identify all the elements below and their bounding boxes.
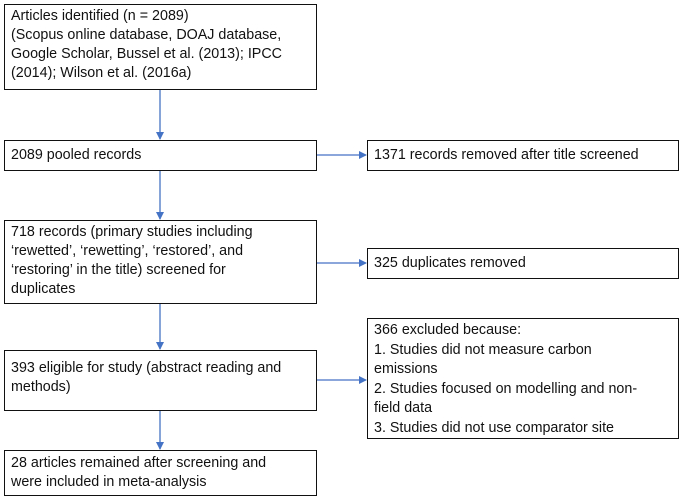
box-text-line: 2. Studies focused on modelling and non- — [374, 380, 638, 397]
box-text-line: Articles identified (n = 2089) — [11, 8, 189, 24]
box-text-line: were included in meta-analysis — [11, 474, 207, 490]
eligible-study-box: 393 eligible for study (abstract reading… — [4, 350, 317, 411]
included-meta-analysis-box: 28 articles remained after screening and… — [4, 450, 317, 496]
excluded-reasons-box: 366 excluded because: 1. Studies did not… — [367, 318, 679, 439]
removed-title-box: 1371 records removed after title screene… — [367, 140, 679, 171]
box-text-line: 393 eligible for study (abstract reading… — [11, 360, 282, 376]
box-text-line: 325 duplicates removed — [374, 255, 526, 271]
pooled-records-box: 2089 pooled records — [4, 140, 317, 171]
records-screened-box: 718 records (primary studies including ‘… — [4, 220, 317, 304]
box-text-line: methods) — [11, 379, 71, 395]
box-text-line: 1. Studies did not measure carbon — [374, 341, 592, 358]
box-text-line: Google Scholar, Bussel et al. (2013); IP… — [11, 46, 282, 62]
box-text-line: 1371 records removed after title screene… — [374, 147, 639, 163]
box-text-line: 3. Studies did not use comparator site — [374, 419, 615, 436]
box-text-line: 718 records (primary studies including — [11, 224, 253, 240]
box-text-line: 28 articles remained after screening and — [11, 455, 267, 471]
articles-identified-box: Articles identified (n = 2089) (Scopus o… — [4, 4, 317, 90]
box-text-line: ‘restoring’ in the title) screened for — [11, 262, 226, 278]
box-text-line: field data — [374, 400, 433, 416]
box-text-line: duplicates — [11, 281, 76, 297]
box-text-line: 2089 pooled records — [11, 147, 142, 163]
box-text-line: 366 excluded because: — [374, 322, 522, 338]
duplicates-removed-box: 325 duplicates removed — [367, 248, 679, 279]
box-text-line: (2014); Wilson et al. (2016a) — [11, 65, 192, 81]
box-text-line: ‘rewetted’, ‘rewetting’, ‘restored’, and — [11, 243, 244, 259]
box-text-line: emissions — [374, 361, 438, 377]
box-text-line: (Scopus online database, DOAJ database, — [11, 27, 282, 43]
